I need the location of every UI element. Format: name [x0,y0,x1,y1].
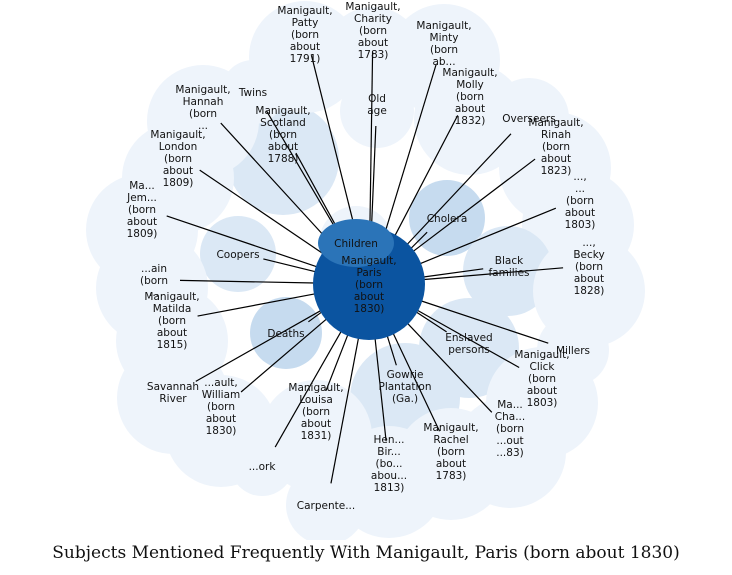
edge-unnamed-1803 [418,207,557,265]
edge-carpenters [330,336,360,484]
node-label-work: ...ork [249,461,277,473]
node-label-henry: Hen...Bir...(bo...abou...1813) [371,434,407,494]
edge-jemmy [166,215,318,268]
children-node [318,219,394,267]
node-label-deaths: Deaths [267,328,304,340]
edge-hannah [220,122,333,246]
edge-overseers [406,133,512,246]
node-label-overseers: Overseers [502,113,555,125]
node-label-coopers: Coopers [216,249,259,261]
edge-henry [374,337,387,442]
edge-millers [420,300,549,344]
bubble-old-age [340,74,414,148]
node-label-millers: Millers [556,345,590,357]
edge-savannah [195,309,323,382]
edge-cholera [409,231,428,250]
bubble-deaths [250,297,322,369]
edge-charles [406,322,493,413]
node-label-children: Children [334,238,378,250]
edge-gowrie [386,334,397,366]
node-label-carpenters: Carpente... [297,500,355,512]
edge-unnamed-born [179,279,316,284]
edge-coopers [263,258,317,273]
edge-scotland [295,152,343,238]
edge-rinah [412,158,536,253]
edge-louisa [325,333,349,391]
node-label-hannah: Manigault,Hannah(born... [175,84,230,132]
edge-london [199,169,325,255]
edge-twins [265,110,342,239]
bubble-carpenters [286,465,366,540]
edge-old-age [370,125,377,231]
edge-click [416,309,520,369]
edge-minty [384,63,437,233]
edge-deaths [308,310,323,323]
node-label-charles: Ma...Cha...(born...out...83) [495,399,525,459]
edge-becky [422,267,564,281]
bubble-work [230,432,294,496]
edge-molly [394,115,459,237]
bubble-cholera [409,180,485,256]
edge-charity [369,51,374,231]
node-label-twins: Twins [238,87,267,99]
edge-william [240,317,328,393]
edge-work [274,330,343,448]
bubble-coopers [200,216,276,292]
diagram-caption: Subjects Mentioned Frequently With Manig… [52,543,680,563]
node-label-unnamed-born: ...ain(born... [140,263,168,299]
edge-patty [310,55,357,232]
bubble-black-families [463,226,553,316]
edge-black-families [422,268,484,278]
edge-rachel [392,332,441,432]
edge-matilda [197,293,316,317]
edge-enslaved [415,310,447,333]
node-label-cholera: Cholera [427,213,468,225]
edges [166,51,564,484]
